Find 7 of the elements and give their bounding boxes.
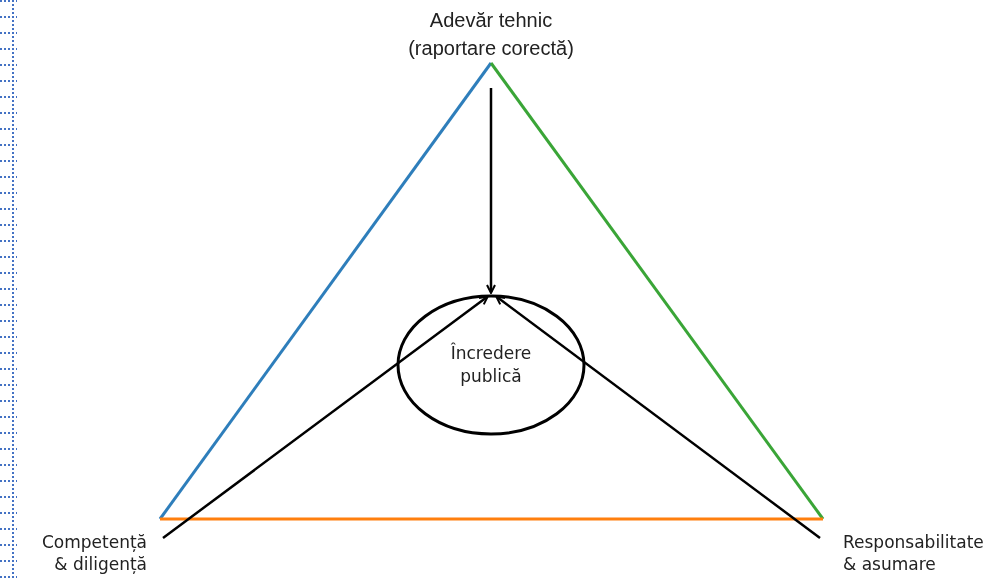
arrow bbox=[495, 295, 821, 539]
node-label: Adevăr tehnic (raportare corectă) bbox=[407, 8, 575, 61]
node-label: Responsabilitate & asumare bbox=[843, 531, 985, 575]
node-label: Încredere publică bbox=[449, 342, 533, 388]
arrow bbox=[162, 295, 489, 539]
arrow bbox=[486, 88, 496, 294]
node-label: Competență & diligență bbox=[40, 531, 147, 575]
